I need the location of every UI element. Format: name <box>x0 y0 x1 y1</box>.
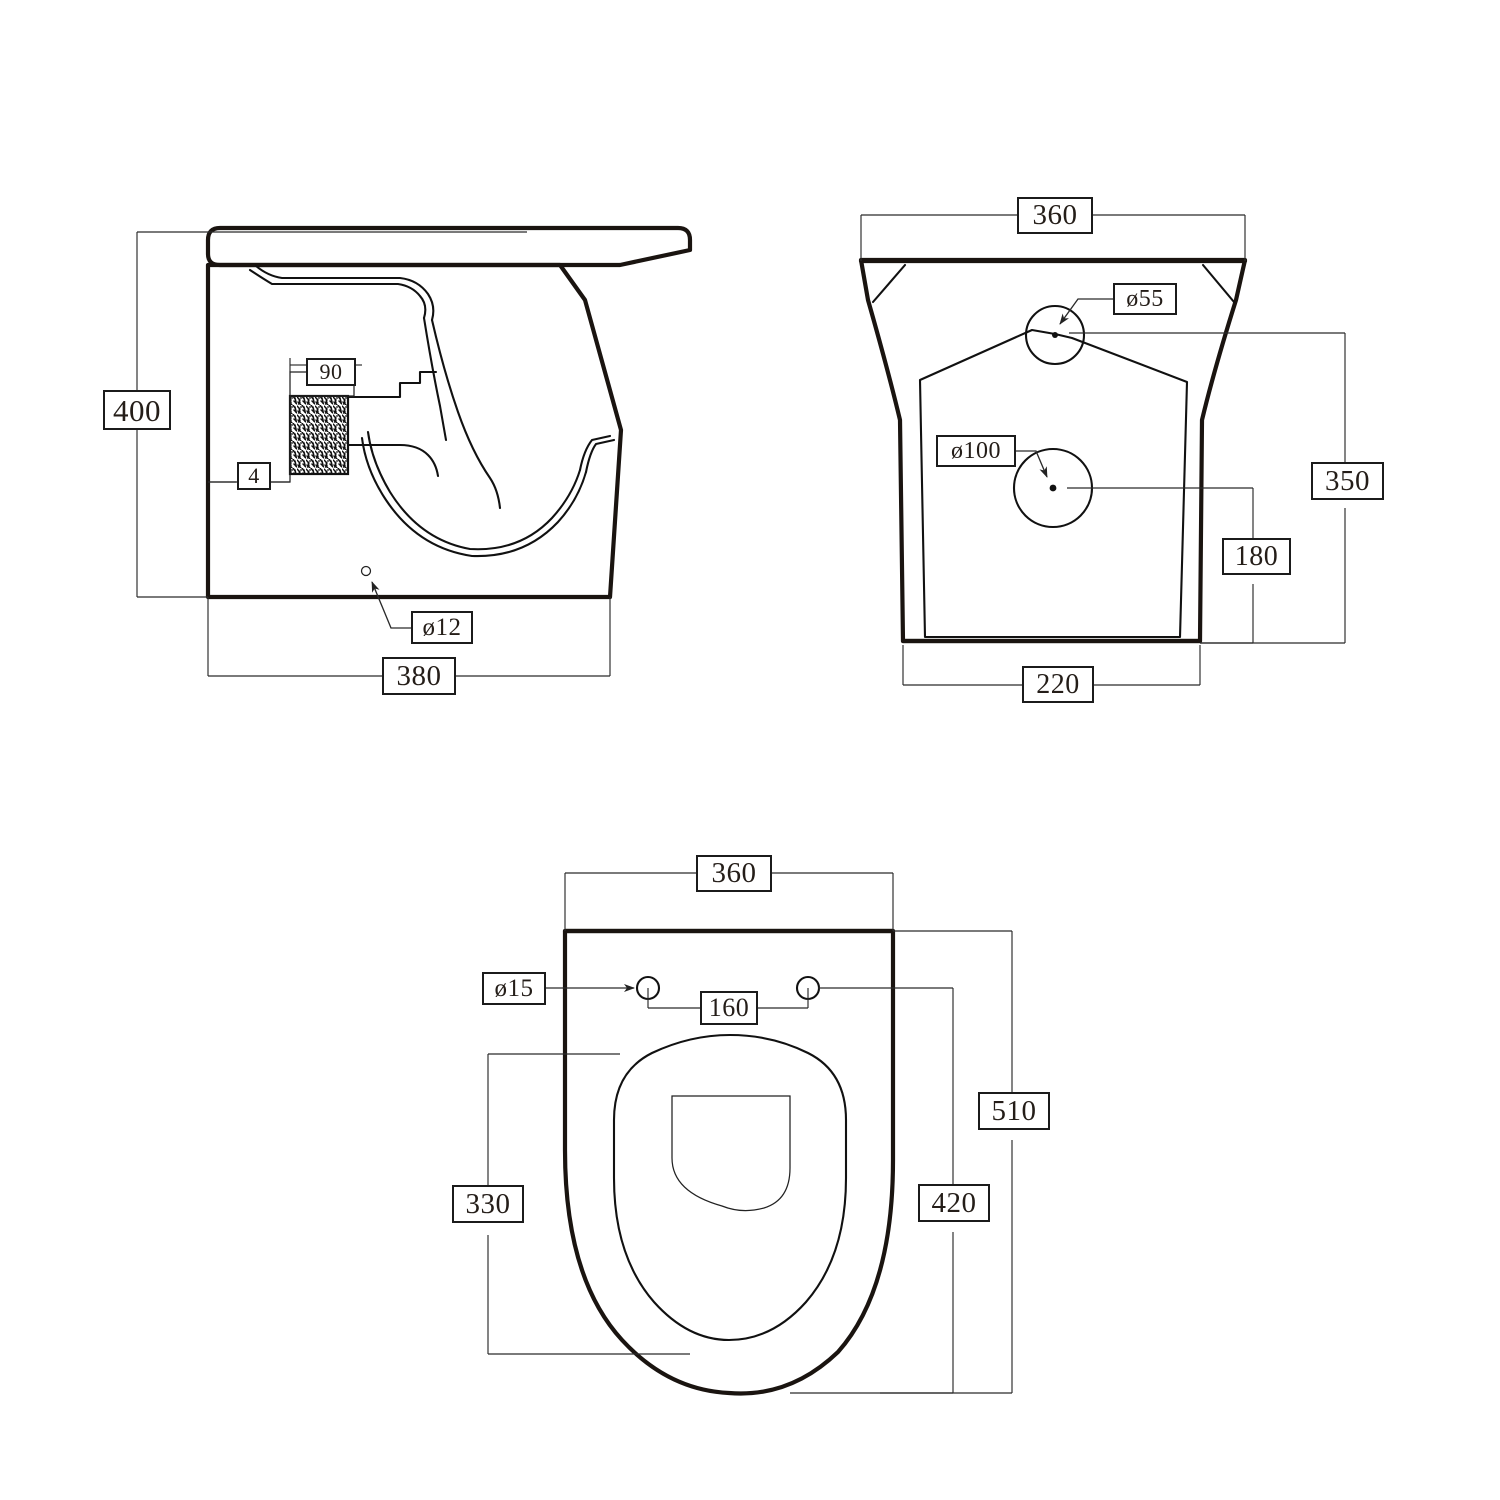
dim-label-360-rear: 360 <box>1017 197 1093 234</box>
dim-label-400: 400 <box>103 390 171 430</box>
side-bowl-throat-left <box>422 316 448 442</box>
dim-label-330: 330 <box>452 1185 524 1223</box>
dim-510 <box>880 930 1013 1394</box>
dim-label-510: 510 <box>978 1092 1050 1130</box>
dim-label-4: 4 <box>237 462 271 490</box>
dim-value-420: 420 <box>931 1186 977 1219</box>
side-rim-inner-right-b <box>584 438 616 474</box>
side-seat-lid <box>205 225 693 268</box>
dim-label-d12: ø12 <box>411 611 473 644</box>
dim-label-90: 90 <box>306 358 356 386</box>
dim-value-180: 180 <box>1234 540 1279 572</box>
dim-value-d15: ø15 <box>494 975 534 1002</box>
dim-value-510: 510 <box>991 1094 1037 1127</box>
dim-label-180: 180 <box>1222 538 1291 575</box>
side-bowl-throat-right <box>430 318 502 510</box>
dim-400 <box>136 231 527 598</box>
side-bowl-base-sweep <box>366 430 582 551</box>
dim-220 <box>902 645 1201 686</box>
dim-value-90: 90 <box>319 359 343 384</box>
rear-left-chamfer <box>871 263 907 304</box>
dim-330 <box>487 1053 690 1355</box>
dim-360-rear <box>860 214 1246 261</box>
rear-inlet-circle-d55 <box>1024 304 1086 366</box>
dim-360-plan <box>564 872 894 931</box>
rear-d55-leader <box>1059 298 1113 325</box>
rear-body-outline <box>858 257 1248 644</box>
dim-value-400: 400 <box>113 392 161 428</box>
side-d12-leader <box>371 581 411 629</box>
dim-value-220: 220 <box>1036 668 1080 700</box>
dim-label-160: 160 <box>700 991 758 1025</box>
side-section-view <box>136 225 693 677</box>
rear-inner-face <box>918 328 1189 639</box>
dim-value-160: 160 <box>708 993 750 1022</box>
dim-label-d15: ø15 <box>482 972 546 1005</box>
plan-view <box>487 872 1013 1396</box>
side-outlet-hatch-block <box>288 394 350 476</box>
plan-flush-channel <box>671 1095 791 1212</box>
side-rim-inner-right <box>578 434 612 472</box>
dim-value-330: 330 <box>465 1187 511 1220</box>
dim-350 <box>1069 332 1346 644</box>
rear-inlet-centre <box>1052 332 1058 338</box>
dim-value-4: 4 <box>248 463 260 488</box>
dim-value-350: 350 <box>1325 464 1370 497</box>
dim-label-420: 420 <box>918 1184 990 1222</box>
dim-label-220: 220 <box>1022 666 1094 703</box>
dim-value-d100: ø100 <box>951 438 1001 464</box>
side-outlet-profile-lower <box>298 443 440 478</box>
dim-160 <box>647 988 809 1009</box>
side-bowl-base-sweep-b <box>360 436 588 558</box>
dim-380 <box>207 597 611 677</box>
dim-label-d55: ø55 <box>1113 283 1177 315</box>
dim-label-380: 380 <box>382 657 456 695</box>
plan-outer-outline <box>562 928 896 1396</box>
dim-180 <box>1067 487 1254 644</box>
dim-label-d100: ø100 <box>936 435 1016 467</box>
rear-right-chamfer <box>1201 263 1236 304</box>
side-rim-inner-upper-b <box>254 264 435 322</box>
dim-value-380: 380 <box>396 659 442 692</box>
dim-value-d12: ø12 <box>422 614 462 641</box>
rear-outlet-centre <box>1049 484 1057 492</box>
rear-d100-leader <box>1015 450 1048 478</box>
side-rim-inner-upper <box>248 268 427 320</box>
dim-value-360-plan: 360 <box>711 857 757 889</box>
dim-label-350: 350 <box>1311 462 1384 500</box>
side-fixing-hole-d12 <box>360 565 372 577</box>
side-body-outline <box>205 262 624 600</box>
plan-bowl-opening <box>612 1033 848 1342</box>
dim-label-360-plan: 360 <box>696 855 772 892</box>
rear-view <box>858 214 1346 686</box>
dim-value-d55: ø55 <box>1126 286 1164 312</box>
dim-value-360-rear: 360 <box>1032 199 1078 231</box>
